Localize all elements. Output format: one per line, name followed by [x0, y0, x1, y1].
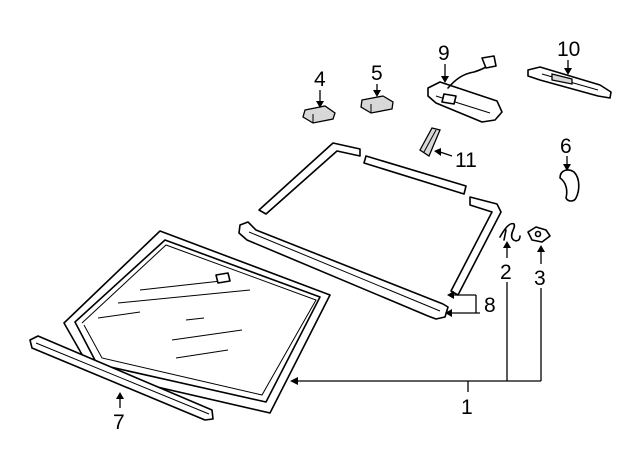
mounting-block-5 — [360, 95, 394, 114]
callout-4: 4 — [314, 68, 326, 91]
callout-9: 9 — [438, 42, 450, 65]
windshield-glass — [63, 230, 331, 414]
callout-8: 8 — [484, 294, 496, 317]
windshield-molding-lower — [238, 221, 449, 320]
leader-lines — [116, 60, 572, 408]
cowl-molding — [29, 335, 214, 421]
callout-2: 2 — [500, 261, 512, 284]
retainer-clip — [499, 222, 521, 242]
callout-6: 6 — [560, 135, 572, 158]
rearview-mirror — [427, 55, 503, 123]
callout-5: 5 — [371, 62, 383, 85]
callout-7: 7 — [113, 411, 125, 434]
fastener-clip — [527, 226, 551, 243]
callout-11: 11 — [455, 149, 477, 172]
curved-cap — [559, 169, 580, 202]
callout-10: 10 — [557, 38, 580, 61]
windshield-molding-upper — [258, 142, 502, 296]
callout-labels: 1 2 3 4 5 6 7 8 9 10 11 — [113, 38, 580, 434]
sensor-bracket — [527, 66, 612, 99]
callout-1: 1 — [461, 396, 473, 419]
mounting-block-4 — [302, 105, 336, 124]
callout-3: 3 — [534, 267, 546, 290]
bracket-pad — [419, 127, 441, 157]
